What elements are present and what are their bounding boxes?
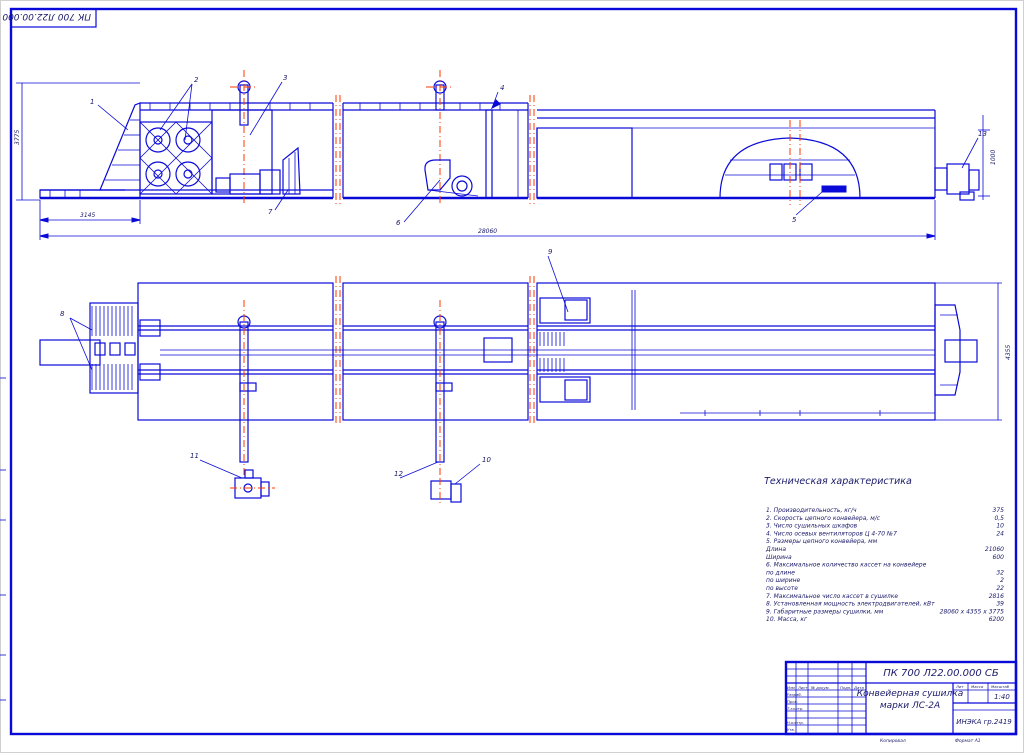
hdr-lit: Лит xyxy=(955,684,964,689)
hdr-mass: Масса xyxy=(971,684,984,689)
callout-7: 7 xyxy=(268,208,273,216)
dim-left-segment: 3145 xyxy=(80,212,95,219)
spec-heading: Техническая характеристика xyxy=(764,476,912,487)
spec-row-value: 0,5 xyxy=(994,515,1004,522)
hdr-scale: Масштаб xyxy=(991,684,1010,689)
spec-row-value: 2 xyxy=(1000,577,1004,584)
dim-height: 3775 xyxy=(14,130,21,145)
spec-row-value: 10 xyxy=(996,523,1004,530)
title-scale: 1:40 xyxy=(994,693,1010,701)
hdr-izm: Изм xyxy=(787,685,795,690)
callout-3: 3 xyxy=(283,74,287,82)
hdr-list: Лист xyxy=(797,685,808,690)
spec-row-label: 5. Размеры цепного конвейера, мм xyxy=(766,538,878,545)
spec-rows: 1. Производительность, кг/ч 375 2. Скорост… xyxy=(765,507,1004,623)
hdr-sign: Подп. xyxy=(840,685,852,690)
role-developer: Разраб. xyxy=(787,692,802,697)
label-copied: Копировал xyxy=(880,738,906,744)
spec-row-value: 24 xyxy=(996,530,1004,537)
spec-row-label: 3. Число сушильных шкафов xyxy=(766,523,858,530)
hdr-date: Дата xyxy=(853,685,865,690)
spec-row-label: Ширина xyxy=(766,554,792,561)
hdr-doc: № докум. xyxy=(810,685,830,690)
callout-9: 9 xyxy=(548,248,553,256)
spec-row-value: 21060 xyxy=(985,546,1004,553)
spec-row-label: по длине xyxy=(766,569,795,576)
detail-11 xyxy=(230,469,275,499)
title-organization: ИНЭКА гр.2419 xyxy=(956,718,1012,726)
callout-10: 10 xyxy=(482,456,491,464)
title-name-line1: Конвейерная сушилка xyxy=(857,689,963,699)
callout-2: 2 xyxy=(194,76,199,84)
callout-12: 12 xyxy=(394,470,403,478)
title-block: Изм Лист № докум. Подп. Дата Разраб. Про… xyxy=(784,660,1018,744)
title-name-line2: марки ЛС-2А xyxy=(880,701,940,711)
dim-small-height: 1000 xyxy=(990,150,997,165)
spec-row-label: 10. Масса, кг xyxy=(766,616,808,623)
top-code-stamp: ПК 700 Л22.00.000 СБ xyxy=(0,8,97,28)
role-checker: Пров. xyxy=(787,699,798,704)
spec-row-label: 4. Число осевых вентиляторов Ц 4-70 №7 xyxy=(766,530,897,537)
spec-row-label: по ширине xyxy=(766,577,801,584)
spec-row-value: 6200 xyxy=(989,616,1004,623)
spec-row-value: 600 xyxy=(993,554,1005,561)
hopper-slats-top xyxy=(91,306,133,336)
detail-10 xyxy=(430,478,462,505)
spec-block: Техническая характеристика 1. Производит… xyxy=(764,476,1004,623)
callouts-plan: 8 9 11 12 10 xyxy=(60,248,569,485)
chain-hatch xyxy=(539,332,565,372)
callout-6: 6 xyxy=(396,219,401,227)
spec-row-value: 28060 х 4355 х 3775 xyxy=(940,608,1005,615)
spec-row-value: 32 xyxy=(996,569,1004,576)
top-code-text: ПК 700 Л22.00.000 СБ xyxy=(0,11,91,21)
spec-row-label: 2. Скорость цепного конвейера, м/с xyxy=(766,515,881,522)
spec-row-value: 375 xyxy=(993,507,1005,514)
title-left-headers: Изм Лист № докум. Подп. Дата Разраб. Про… xyxy=(787,685,865,732)
callout-1: 1 xyxy=(90,98,94,106)
margin-ticks xyxy=(0,377,6,701)
callout-5: 5 xyxy=(792,216,797,224)
role-approved: Утв. xyxy=(787,727,795,732)
callout-13: 13 xyxy=(978,130,987,138)
fan-grid xyxy=(139,121,213,195)
spec-row-label: 1. Производительность, кг/ч xyxy=(766,507,857,514)
spec-row-value: 39 xyxy=(996,601,1004,608)
callouts-side: 1 2 3 4 5 6 7 13 xyxy=(90,74,987,227)
drawing-frame xyxy=(9,7,1018,736)
spec-row-value: 22 xyxy=(996,585,1004,592)
hopper-slats-bottom xyxy=(91,364,133,390)
callout-4: 4 xyxy=(500,84,504,92)
label-format: Формат А1 xyxy=(955,738,981,744)
spec-row-value: 2816 xyxy=(989,593,1004,600)
spec-row-label: по высоте xyxy=(766,585,798,592)
callout-11: 11 xyxy=(190,452,199,460)
dim-width: 4355 xyxy=(1005,345,1012,360)
callout-8: 8 xyxy=(60,310,65,318)
side-view: 3775 xyxy=(14,70,997,240)
title-code: ПК 700 Л22.00.000 СБ xyxy=(883,668,999,679)
spec-row-label: 8. Установленная мощность электродвигате… xyxy=(766,601,935,608)
role-ncontrol: Н.контр. xyxy=(787,720,804,725)
spec-row-label: Длина xyxy=(765,546,786,553)
spec-row-label: 7. Максимальное число кассет в сушилке xyxy=(766,593,898,600)
spec-row-label: 6. Максимальное количество кассет на кон… xyxy=(766,562,927,569)
spec-row-label: 9. Габаритные размеры сушилки, мм xyxy=(766,608,884,615)
plan-view: 4355 xyxy=(39,248,1012,505)
dim-overall-length: 28060 xyxy=(478,228,497,235)
role-tcontrol: Т.контр. xyxy=(787,706,803,711)
